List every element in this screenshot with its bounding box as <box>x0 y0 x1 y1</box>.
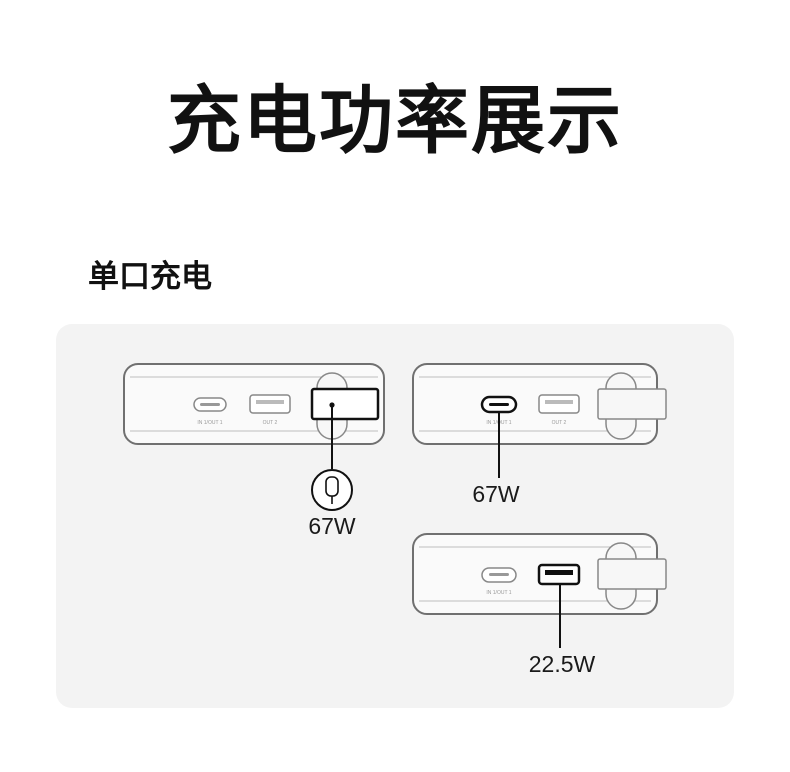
built-in-cable <box>597 558 667 590</box>
power-bank-3: IN 1/OUT 1 22.5W <box>412 533 667 677</box>
section-title: 单口充电 <box>88 259 212 295</box>
built-in-cable <box>310 387 380 421</box>
power-value: 67W <box>308 513 356 539</box>
port-label-in-out-1: IN 1/OUT 1 <box>486 590 511 596</box>
page-title: 充电功率展示 <box>167 78 623 164</box>
power-value: 67W <box>472 481 520 507</box>
built-in-cable <box>597 388 667 420</box>
usb-c-plug-icon <box>311 469 353 511</box>
power-bank-2: IN 1/OUT 1 OUT 2 67W <box>412 363 667 507</box>
port-label-in-out-1: IN 1/OUT 1 <box>197 420 222 426</box>
power-value: 22.5W <box>529 651 596 677</box>
power-bank-1: IN 1/OUT 1 OUT 2 67W <box>123 363 385 539</box>
port-label-out-2: OUT 2 <box>552 420 567 426</box>
port-label-out-2: OUT 2 <box>263 420 278 426</box>
